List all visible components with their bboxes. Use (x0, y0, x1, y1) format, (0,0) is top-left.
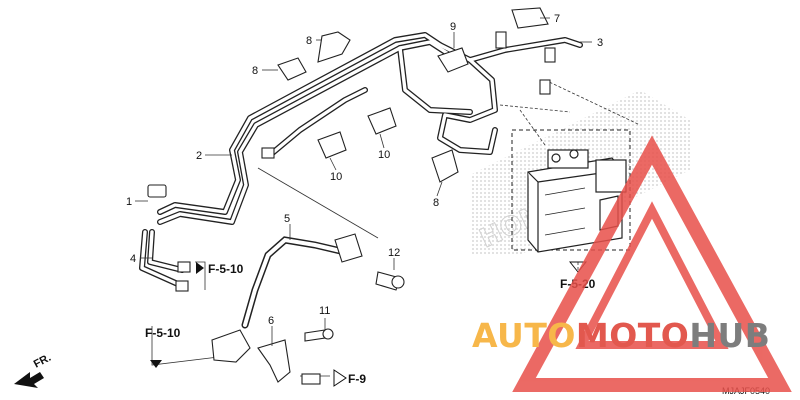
callout-8-bottom: 8 (433, 197, 439, 209)
bolt-12-head (391, 275, 405, 289)
callout-8-top: 8 (306, 35, 312, 47)
callout-5: 5 (284, 213, 290, 225)
callout-8-left: 8 (252, 65, 258, 77)
watermark-triangle-logo (512, 135, 792, 392)
callout-7: 7 (554, 13, 560, 25)
callout-6: 6 (268, 315, 274, 327)
brake-hose (241, 236, 349, 329)
clamp-1 (147, 184, 167, 198)
abs-modulator (511, 129, 631, 253)
bolt-11 (304, 329, 326, 342)
arrow-f510-lower (150, 360, 162, 368)
front-arrow-icon (14, 372, 44, 388)
callout-leaders (135, 17, 592, 346)
clamp-9 (437, 47, 469, 73)
bolt-f9 (301, 373, 321, 385)
callout-3: 3 (597, 37, 603, 49)
clamp-10-right (367, 107, 397, 135)
brake-pipes (139, 32, 583, 288)
pipe-nut-lower (175, 280, 189, 292)
pipe-nut-abs-b (544, 47, 556, 63)
pipe-nut-upper (177, 261, 191, 273)
ref-f-5-10-upper: F-5-10 (208, 262, 244, 276)
pipe-nut-abs-a (539, 79, 551, 95)
clamp-8-left (277, 57, 307, 81)
arrow-f510-upper (196, 262, 204, 274)
hose-grommet (334, 233, 363, 263)
watermark-wordmark: AUTOMOTOHUB (472, 314, 790, 358)
callout-12: 12 (388, 247, 400, 259)
watermark-moto: MOTO (575, 316, 690, 355)
callout-10-right: 10 (378, 149, 390, 161)
section-references: F-5-10 F-5-10 F-5-20 F-9 (145, 261, 596, 387)
clamp-10-left (317, 131, 347, 159)
front-direction-indicator: FR. (14, 352, 53, 388)
bracket-6 (257, 339, 291, 383)
watermark-hub: HUB (689, 316, 771, 355)
fittings (147, 7, 556, 385)
callout-9: 9 (450, 21, 456, 33)
callout-4: 4 (130, 253, 136, 265)
callout-10-left: 10 (330, 171, 342, 183)
arrow-f9 (333, 369, 347, 387)
hose-joint (211, 329, 251, 363)
clamp-8-top (317, 31, 351, 63)
callout-2: 2 (196, 150, 202, 162)
callout-1: 1 (126, 196, 132, 208)
bolt-11-head (322, 328, 334, 340)
clamp-8-bottom (431, 149, 459, 183)
pipe-nut-left (261, 147, 275, 159)
ref-f-9: F-9 (348, 372, 366, 386)
front-label: FR. (32, 352, 53, 371)
pipe-nut-abs-c (495, 31, 507, 49)
watermark-auto: AUTO (472, 316, 576, 355)
callout-11: 11 (319, 305, 330, 317)
part-callouts: 1 2 3 4 5 6 7 8 8 8 9 10 10 11 12 (126, 13, 603, 327)
clamp-7 (511, 7, 549, 29)
leader-lines (499, 79, 641, 270)
ref-f-5-10-lower: F-5-10 (145, 326, 181, 340)
